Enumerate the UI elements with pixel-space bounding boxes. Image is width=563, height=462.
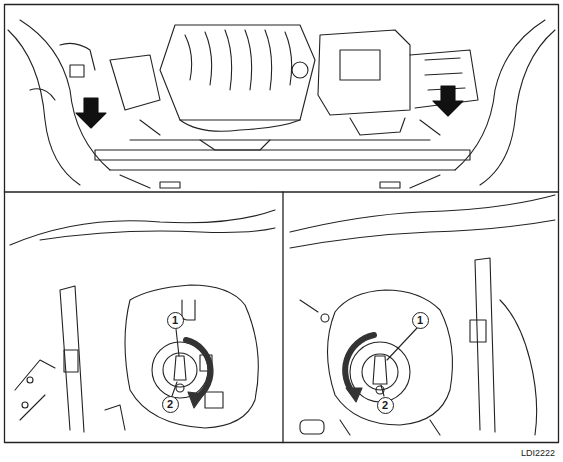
rotation-arrow [345, 335, 374, 395]
rotation-arrow [188, 392, 204, 408]
rotation-arrow [346, 388, 362, 402]
outer-frame [5, 5, 559, 443]
left-headlamp-rear [10, 210, 275, 432]
leader-line [381, 385, 384, 396]
rotation-arrow [186, 340, 211, 398]
location-arrow [76, 98, 106, 128]
callout-number: 1 [167, 312, 184, 329]
leader-line [387, 328, 417, 360]
callout-number: 2 [162, 396, 179, 413]
figure-code: LDI2222 [521, 448, 555, 459]
callout-number: 1 [412, 312, 429, 329]
leader-line [172, 382, 177, 396]
leader-line [176, 329, 179, 356]
location-arrow [433, 86, 463, 116]
callout-number: 2 [377, 397, 394, 414]
engine-bay [8, 20, 555, 188]
right-headlamp-rear [290, 195, 555, 435]
panel-divider [5, 191, 559, 192]
panel-divider [282, 192, 283, 443]
